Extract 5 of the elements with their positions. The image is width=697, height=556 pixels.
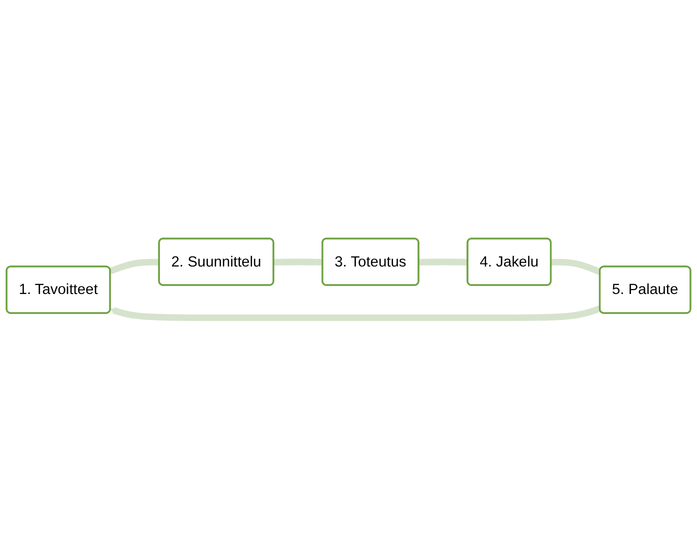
arrow xyxy=(110,305,602,321)
connector xyxy=(274,258,323,266)
connector xyxy=(418,258,468,266)
connector xyxy=(109,258,160,274)
connector xyxy=(551,258,602,275)
